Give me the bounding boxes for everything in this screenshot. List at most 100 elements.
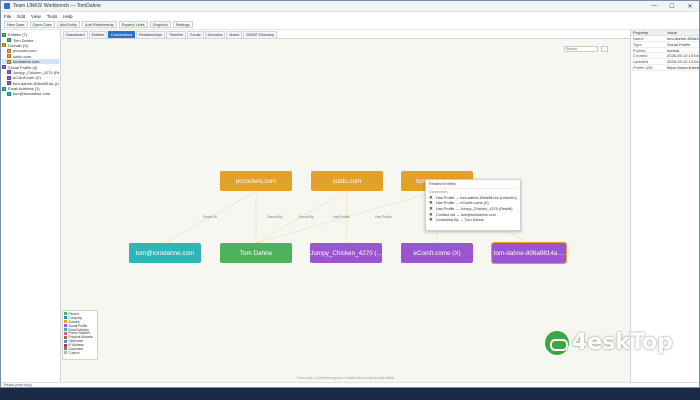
context-menu-item[interactable]: ✕Has Profile → tom-dahne-806a9814a (Link… <box>429 195 517 201</box>
tab-dashboard[interactable]: Dashboard <box>63 31 88 38</box>
tree-item[interactable]: Email Address (1) <box>2 86 59 91</box>
legend-label: Domain <box>68 319 80 324</box>
legend-swatch <box>64 320 67 324</box>
tab-entities[interactable]: Entities <box>88 31 108 38</box>
graph-node-domain[interactable]: pccoolers.com <box>220 171 292 191</box>
search-button[interactable] <box>601 46 608 52</box>
tree-item-label: Tom Dahne <box>13 37 34 43</box>
remove-link-icon[interactable]: ✕ <box>429 200 433 206</box>
close-icon[interactable]: ✕ <box>687 3 693 10</box>
tab-notes[interactable]: Notes <box>226 31 243 38</box>
remove-link-icon[interactable]: ✕ <box>429 195 433 200</box>
tree-item-label: pccooler.com <box>13 48 37 54</box>
remove-link-icon[interactable]: ✕ <box>429 217 433 223</box>
tab-domains[interactable]: Domains <box>204 31 226 38</box>
edge-label: Email On <box>203 215 217 219</box>
property-value: Social Profile <box>667 41 691 47</box>
maximize-icon[interactable]: ☐ <box>669 3 675 10</box>
tree-item[interactable]: Jumpy_Chicken_4270 (Reddit) <box>2 70 59 75</box>
legend-label: Username <box>68 339 84 344</box>
tab-relationships[interactable]: Relationships <box>136 31 165 38</box>
toolbar-add-relationship-button[interactable]: Add Relationship <box>82 21 117 28</box>
tree-item[interactable]: tom-dahne-806a9814a (Linked <box>2 81 59 86</box>
legend-item: Physical Address <box>64 335 96 339</box>
legend-label: Document <box>68 346 84 351</box>
tree-item-icon <box>2 86 6 91</box>
graph-node-social[interactable]: eCoinfr.come (X) <box>401 243 473 263</box>
status-bar: Ready (read only) <box>1 382 699 387</box>
menu-tools[interactable]: Tools <box>46 13 58 19</box>
legend-swatch <box>64 328 67 331</box>
context-menu-item[interactable]: ✕Has Profile → eCoinfr.come (X) <box>429 201 517 207</box>
tree-item[interactable]: pccooler.com <box>2 48 59 53</box>
minimize-icon[interactable]: — <box>651 3 657 9</box>
tree-item[interactable]: Domain (3) <box>2 43 59 48</box>
search-input[interactable]: Search <box>564 46 598 52</box>
context-menu-item[interactable]: ✕Has Profile → Jumpy_Chicken_4270 (Reddi… <box>429 206 517 212</box>
legend-item: Phone Number <box>64 331 96 335</box>
tab-osint-directory[interactable]: OSINT Directory <box>243 31 278 38</box>
graph-node-social[interactable]: Jumpy_Chicken_4270 (... <box>310 243 382 263</box>
title-bar: Team LINKS! Workbench — TomDahne — ☐ ✕ <box>1 1 699 12</box>
properties-header: Property Value <box>631 30 699 36</box>
toolbar-settings-button[interactable]: Settings <box>172 21 193 28</box>
context-menu-item-label: Contact via → tom@tomdahne.com <box>435 212 497 217</box>
tree-item-label: soldu.com <box>13 53 32 59</box>
toolbar-graphics-button[interactable]: Graphics <box>149 21 171 28</box>
context-menu: Related Entities Connections ✕Has Profil… <box>425 179 521 231</box>
menu-help[interactable]: Help <box>63 13 73 19</box>
graph-node-social[interactable]: tom-dahne-806a9814a ... <box>491 242 567 264</box>
legend-swatch <box>64 347 67 351</box>
graph-node-domain[interactable]: soldu.com <box>311 171 383 191</box>
menu-view[interactable]: View <box>31 13 41 19</box>
legend-label: Email Address <box>68 327 89 332</box>
legend-item: Custom <box>64 351 96 355</box>
value-column-header: Value <box>667 30 677 35</box>
window-title: Team LINKS! Workbench — TomDahne <box>13 3 101 9</box>
tree-item[interactable]: Entities (7) <box>2 32 59 37</box>
legend-item: Social Profile <box>64 324 96 328</box>
app-window: Team LINKS! Workbench — TomDahne — ☐ ✕ F… <box>0 0 700 388</box>
menu-edit[interactable]: Edit <box>17 13 26 19</box>
tree-item[interactable]: tomdahne.com <box>2 58 59 65</box>
property-name: Created <box>633 53 648 59</box>
legend-label: Physical Address <box>68 335 93 340</box>
toolbar-new-case-button[interactable]: New Case <box>4 21 28 28</box>
legend-item: Username <box>64 339 96 343</box>
context-menu-item[interactable]: ✕Contact via → tom@tomdahne.com <box>429 212 517 218</box>
graph-node-person[interactable]: Tom Dahne <box>220 243 292 263</box>
tree-item[interactable]: eCoinfr.com (X) <box>2 75 59 80</box>
tree-item[interactable]: Tom Dahne <box>2 37 59 43</box>
toolbar-add-entity-button[interactable]: Add Entity <box>56 21 81 28</box>
tab-social[interactable]: Social <box>187 31 204 38</box>
canvas-footer: Team Links • Connections graph • Double-… <box>296 376 395 380</box>
context-menu-item[interactable]: ✕Controlled By → Tom Dahne <box>429 217 517 223</box>
remove-link-icon[interactable]: ✕ <box>429 211 433 217</box>
tab-timeline[interactable]: Timeline <box>165 31 187 38</box>
context-menu-item-label: Controlled By → Tom Dahne <box>435 218 484 223</box>
tree-item-label: Email Address (1) <box>8 86 40 92</box>
tree-item[interactable]: soldu.com <box>2 54 59 59</box>
context-menu-title: Related Entities <box>429 182 456 186</box>
context-menu-item-label: Has Profile → tom-dahne-806a9814a (Linke… <box>435 195 517 200</box>
tab-connections[interactable]: Connections <box>108 31 136 38</box>
tree-item-icon <box>7 91 11 96</box>
property-value: tom-dahne-806a9814a <box>667 36 699 41</box>
menu-file[interactable]: File <box>4 13 12 19</box>
remove-link-icon[interactable]: ✕ <box>429 206 433 211</box>
toolbar-open-case-button[interactable]: Open Case <box>29 21 55 28</box>
tree-item[interactable]: Social Profile (3) <box>2 64 59 70</box>
tree-item[interactable]: tom@tomdahne.com <box>2 91 59 96</box>
toolbar-expand-links-button[interactable]: Expand Links <box>118 21 148 28</box>
graph-node-email[interactable]: tom@tomdahne.com <box>129 243 201 263</box>
